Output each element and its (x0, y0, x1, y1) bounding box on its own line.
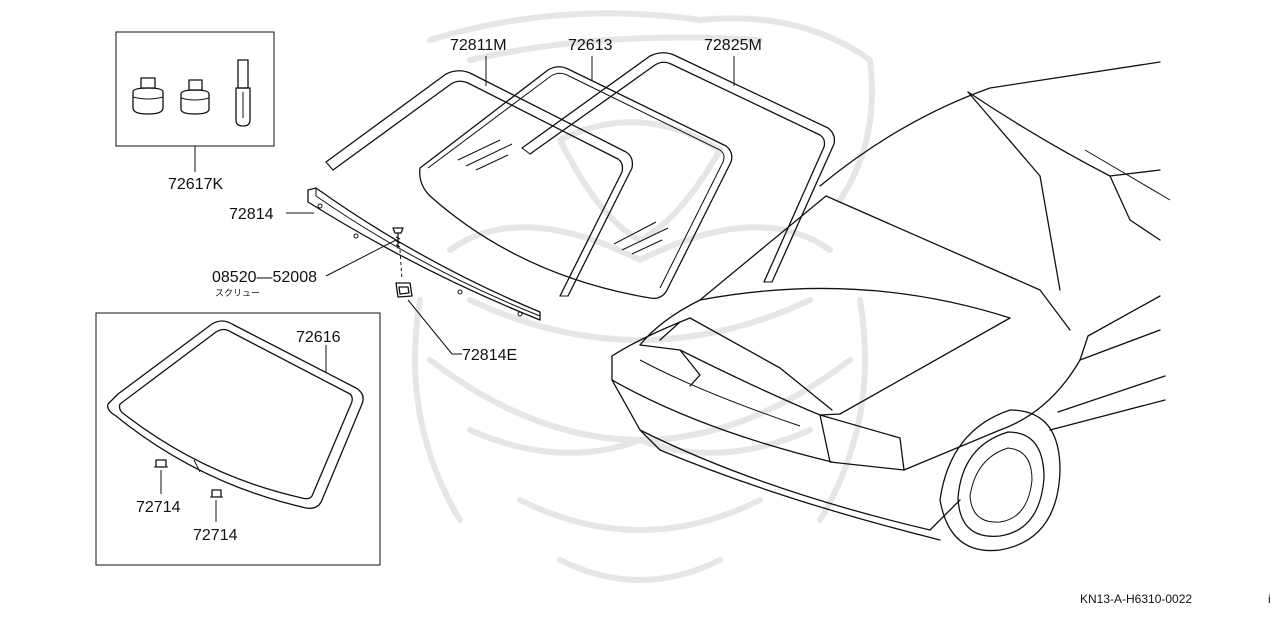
clip-72814E: 72814E (395, 282, 517, 364)
kit-applicator-tube (235, 59, 251, 127)
label-72613: 72613 (568, 37, 613, 54)
label-72617K: 72617K (168, 176, 223, 193)
kit-cap-1 (132, 77, 164, 115)
label-72814E: 72814E (462, 347, 517, 364)
moulding-72825M: 72825M (521, 37, 836, 283)
label-screw-note: スクリュー (215, 288, 260, 299)
diagram-code: KN13-A-H6310-0022 (1080, 592, 1192, 606)
label-72616: 72616 (296, 329, 341, 346)
label-08520-52008: 08520—52008 (212, 269, 317, 286)
label-72825M: 72825M (704, 37, 762, 54)
moulding-72616 (107, 320, 364, 509)
clip-72714-2: 72714 (193, 489, 238, 544)
car-body (611, 61, 1171, 552)
screw-08520-52008: 08520—52008 スクリュー (212, 227, 404, 299)
lower-box: 72616 72714 72714 (95, 312, 381, 566)
corner-mark: i (1268, 592, 1271, 606)
clip-72714-1: 72714 (136, 459, 181, 516)
label-72714-1: 72714 (136, 499, 181, 516)
windshield-glass-72613: 72613 (419, 37, 733, 300)
kit-cap-2 (180, 79, 210, 115)
label-72714-2: 72714 (193, 527, 238, 544)
cowl-strip-72814: 72814 (229, 187, 541, 321)
label-72811M: 72811M (450, 37, 507, 54)
label-72814: 72814 (229, 206, 274, 223)
kit-box: 72617K (115, 31, 275, 193)
moulding-72811M: 72811M (325, 37, 634, 297)
